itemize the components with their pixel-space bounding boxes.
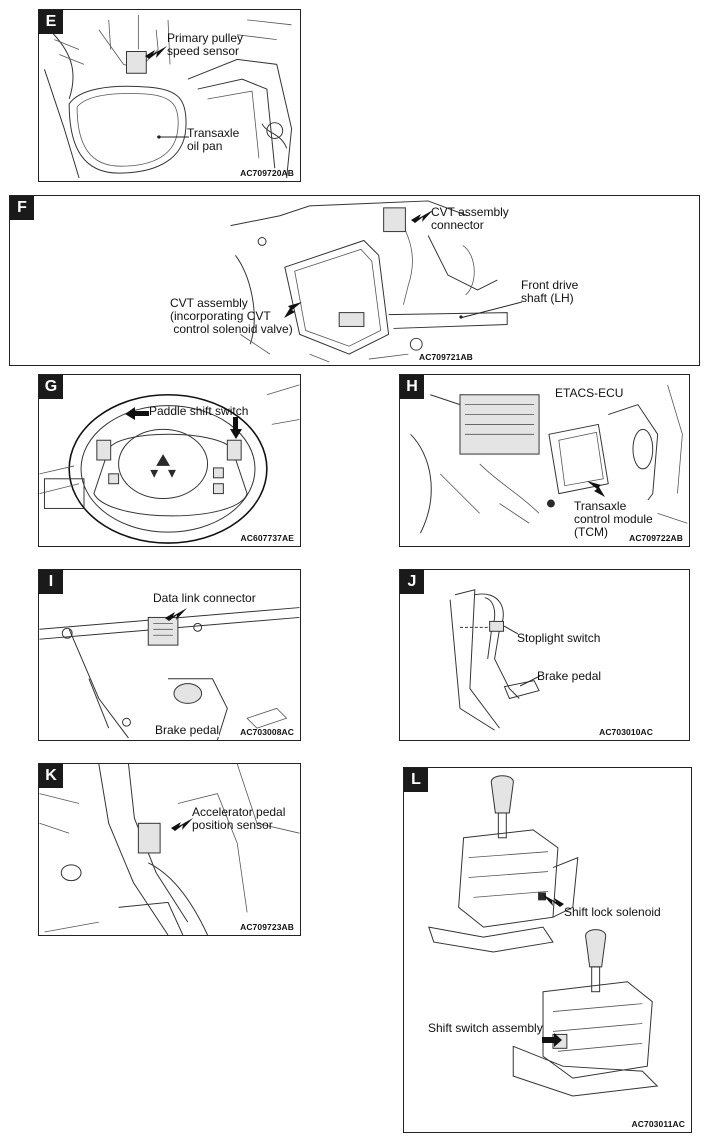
- etacs-ecu-label: ETACS-ECU: [555, 386, 624, 400]
- panel-letter: F: [10, 196, 34, 220]
- brake-pedal-label: Brake pedal: [155, 723, 220, 737]
- brake-pedal-label: Brake pedal: [537, 669, 602, 683]
- panel-j: J Stoplight switch Brake pedal AC703010A…: [399, 569, 690, 741]
- figure-code: AC709723AB: [240, 922, 294, 932]
- front-drive-shaft-label: Front drive shaft (LH): [521, 278, 579, 305]
- panel-letter: K: [39, 764, 63, 788]
- arrow-icon: [411, 210, 433, 223]
- arrow-icon: [230, 417, 242, 439]
- panel-k: K Accelerator pedal position sensor AC70…: [38, 763, 301, 936]
- arrow-icon: [542, 1033, 562, 1047]
- transaxle-oil-pan-illustration: [43, 14, 293, 179]
- panel-g: G Paddle shift switch AC607737AE: [38, 374, 301, 547]
- panel-letter: J: [400, 570, 424, 594]
- stoplight-switch-label: Stoplight switch: [517, 631, 601, 645]
- panel-letter: G: [39, 375, 63, 399]
- leader-line: [520, 675, 540, 687]
- leader-line: [459, 301, 522, 319]
- shift-lock-solenoid-label: Shift lock solenoid: [564, 905, 661, 919]
- leader-line: [504, 625, 518, 635]
- arrow-icon: [284, 302, 302, 318]
- paddle-shift-switch-label: Paddle shift switch: [149, 404, 249, 418]
- primary-pulley-speed-sensor-label: Primary pulley speed sensor: [167, 31, 244, 58]
- arrow-icon: [145, 46, 167, 59]
- figure-code: AC703011AC: [631, 1119, 685, 1129]
- tcm-label: Transaxle control module (TCM): [574, 499, 653, 539]
- figure-code: AC607737AE: [240, 533, 294, 543]
- panel-e: E Primary pulley speed sensor Transaxle …: [38, 9, 301, 182]
- data-link-connector-label: Data link connector: [153, 591, 256, 605]
- accelerator-pedal-position-sensor-label: Accelerator pedal position sensor: [192, 805, 286, 832]
- accelerator-pedal-illustration: [39, 764, 300, 935]
- figure-code: AC709721AB: [419, 352, 473, 362]
- cvt-assembly-label: CVT assembly (incorporating CVT control …: [170, 296, 293, 336]
- panel-letter: H: [400, 375, 424, 399]
- panel-letter: L: [404, 768, 428, 792]
- panel-f: F CVT assembly connector Front drive sha…: [9, 195, 700, 366]
- shift-switch-assembly-label: Shift switch assembly: [428, 1021, 543, 1035]
- panel-letter: I: [39, 570, 63, 594]
- panel-h: H ETACS-ECU Transaxle control module (TC…: [399, 374, 690, 547]
- arrow-icon: [165, 608, 187, 621]
- tcm-location-illustration: [410, 384, 688, 534]
- leader-line: [157, 135, 189, 139]
- arrow-icon: [125, 407, 149, 420]
- panel-i: I Data link connector Brake pedal AC7030…: [38, 569, 301, 741]
- cvt-assembly-illustration: [230, 200, 508, 363]
- shift-lever-illustration: [428, 775, 659, 1097]
- cvt-assembly-connector-label: CVT assembly connector: [431, 205, 509, 232]
- panel-letter: E: [39, 10, 63, 34]
- panel-l: L Shift lock solenoid Shift switch assem…: [403, 767, 692, 1133]
- figure-code: AC709720AB: [240, 168, 294, 178]
- arrow-icon: [542, 894, 564, 907]
- stoplight-switch-illustration: [449, 589, 540, 731]
- arrow-icon: [171, 818, 193, 831]
- steering-wheel-illustration: [39, 384, 300, 544]
- arrow-icon: [587, 481, 605, 497]
- figure-code: AC703010AC: [599, 727, 653, 737]
- figure-code: AC703008AC: [240, 727, 294, 737]
- transaxle-oil-pan-label: Transaxle oil pan: [187, 126, 240, 153]
- figure-code: AC709722AB: [629, 533, 683, 543]
